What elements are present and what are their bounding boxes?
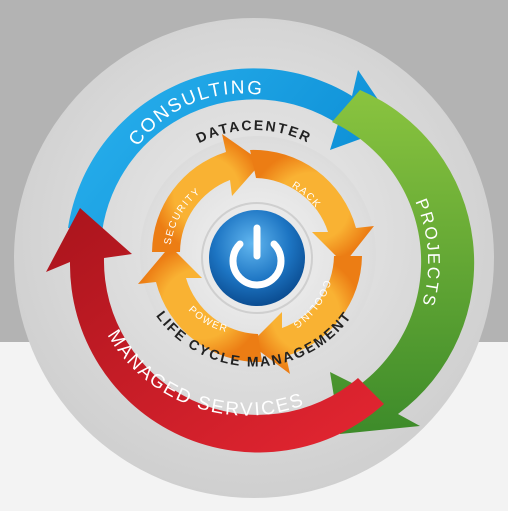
managed-services-arrow — [46, 208, 384, 453]
cooling-arrow — [250, 256, 362, 374]
consulting-arrow — [68, 68, 396, 232]
security-arrow — [152, 134, 262, 252]
rack-arrow — [250, 149, 374, 264]
power-icon — [229, 224, 285, 289]
power-arrow — [138, 246, 262, 363]
projects-arrow — [330, 90, 475, 434]
